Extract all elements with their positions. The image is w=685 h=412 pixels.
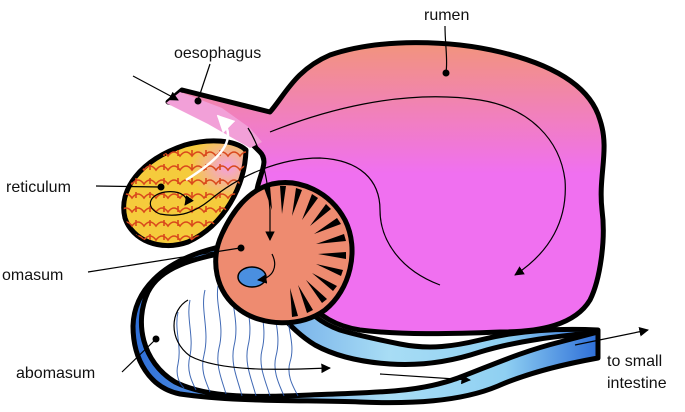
arrow-rumen-circulation: [269, 96, 566, 276]
reticulum-leader-line: [95, 185, 161, 188]
omasum-leaves: [264, 186, 346, 317]
omasum: [213, 180, 355, 326]
label-abomasum: abomasum: [16, 335, 160, 382]
arrow-abomasum-flow: [173, 299, 331, 374]
oesophagus-leader-line: [197, 63, 211, 101]
labels: rumen oesophagus reticulum omasum abomas…: [2, 7, 667, 392]
omasum-leader-dot: [237, 244, 245, 252]
abomasum-folds: [176, 281, 299, 397]
rumen-leader-line: [444, 25, 448, 73]
arrow-regurgitation: [185, 114, 236, 182]
arrow-reticulum-swirl: [149, 191, 194, 215]
label-omasum-text: omasum: [2, 267, 63, 284]
abomasum-leader-line: [121, 339, 156, 373]
label-reticulum-text: reticulum: [6, 179, 71, 196]
label-exit-line1: to small: [607, 353, 662, 370]
label-oesophagus: oesophagus: [174, 45, 261, 105]
label-omasum: omasum: [2, 244, 245, 284]
arrow-reticulum-to-omasum: [247, 127, 275, 241]
abomasum-leader-dot: [152, 335, 160, 343]
arrow-rumen-to-reticulum: [159, 157, 441, 286]
arrow-oesophagus-in: [132, 75, 179, 101]
omasum-inner-chamber: [237, 266, 267, 288]
arrow-omasum-swirl: [257, 253, 276, 284]
omasum-body: [213, 180, 355, 326]
reticulum-leader-dot: [157, 183, 165, 191]
rumen-leader-dot: [442, 69, 450, 77]
oesophagus-tube: [166, 92, 262, 148]
label-rumen-text: rumen: [424, 7, 469, 24]
label-to-small-intestine: to small intestine: [607, 353, 667, 392]
label-exit-line2: intestine: [607, 375, 667, 392]
abomasum: [130, 244, 601, 406]
flow-arrows: [132, 75, 649, 385]
label-oesophagus-text: oesophagus: [174, 45, 261, 62]
arrow-abomasum-to-intestine: [379, 373, 471, 385]
label-reticulum: reticulum: [6, 179, 165, 196]
abomasum-body: [130, 244, 601, 406]
oesophagus-leader-dot: [194, 97, 202, 105]
omasum-leader-line: [87, 247, 241, 273]
label-abomasum-text: abomasum: [16, 365, 95, 382]
arrow-exit: [574, 327, 649, 346]
label-rumen: rumen: [424, 7, 469, 77]
